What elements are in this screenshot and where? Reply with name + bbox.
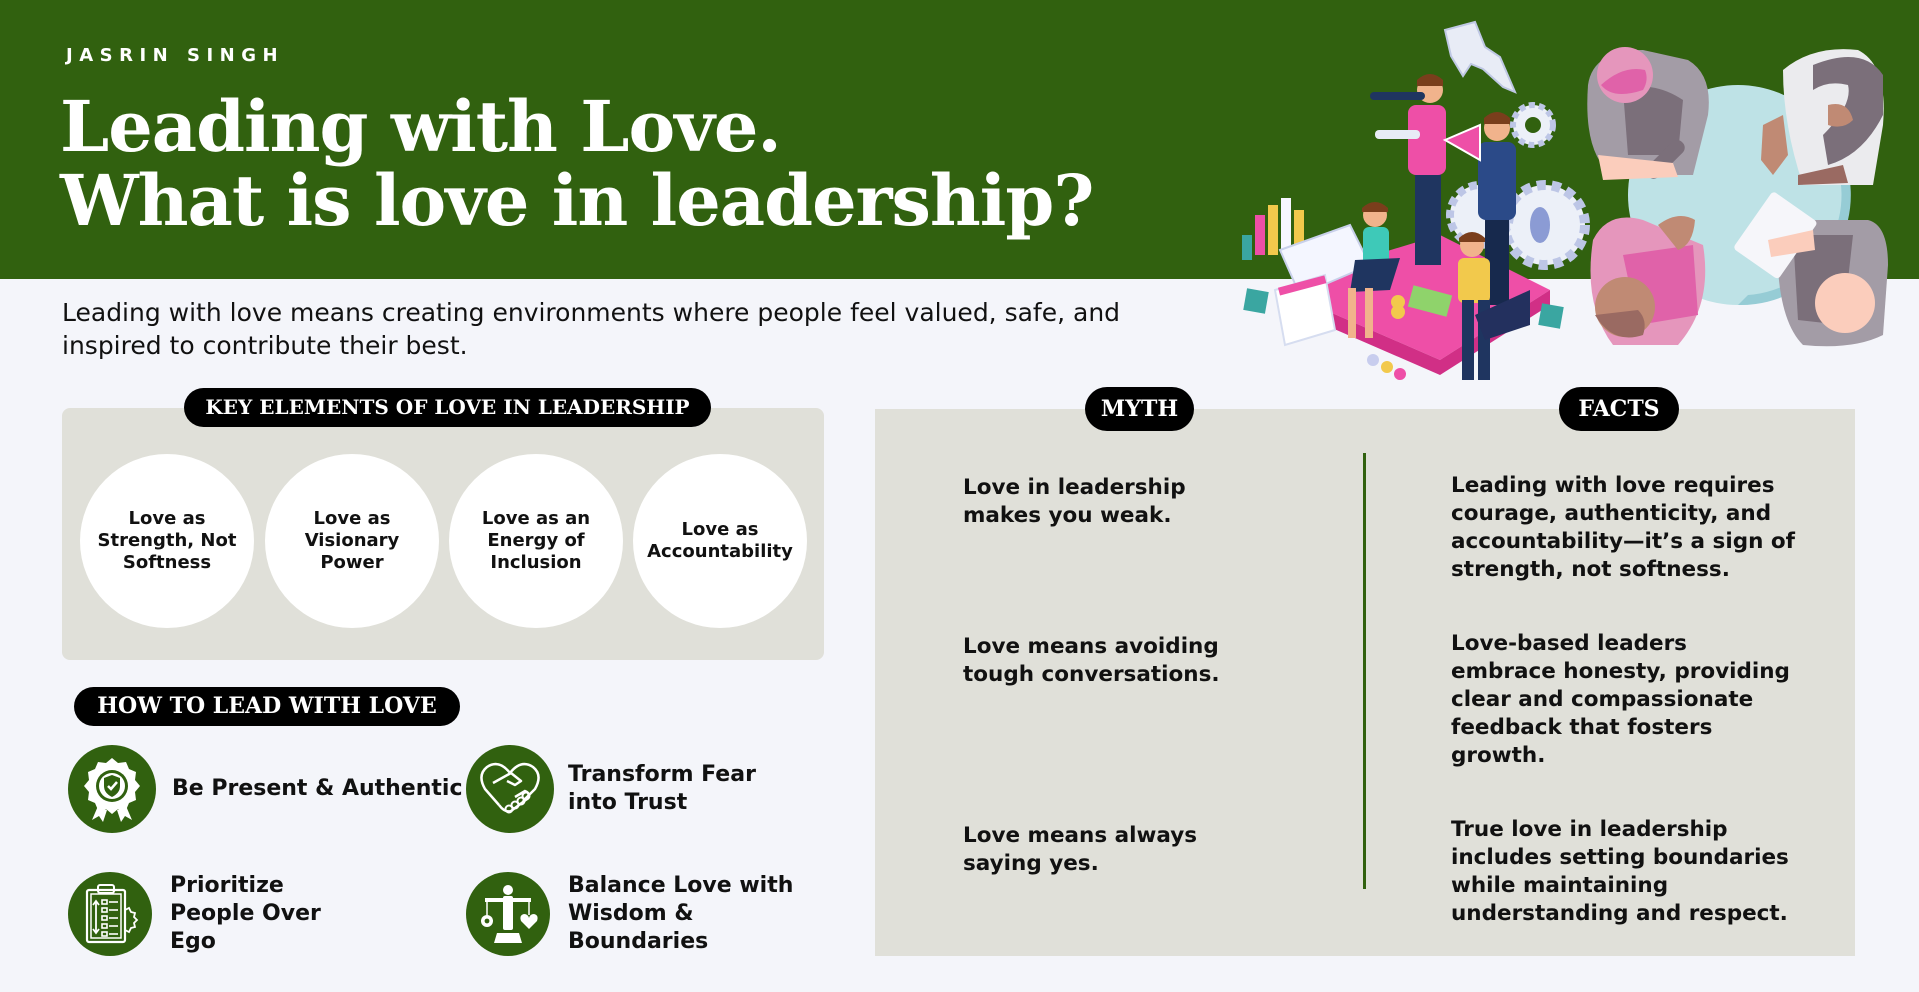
how-item-people: Prioritize People Over Ego	[68, 872, 370, 956]
fact-text: True love in leadership includes setting…	[1451, 817, 1789, 926]
how-item-trust: Transform Fear into Trust	[466, 745, 798, 833]
key-element-label: Love as an Energy of Inclusion	[481, 508, 591, 573]
key-element-accountability: Love as Accountability	[633, 454, 807, 628]
title-line-2: What is love in leadership?	[60, 159, 1094, 242]
author-name: JASRIN SINGH	[66, 45, 285, 66]
how-item-label: Transform Fear into Trust	[568, 762, 756, 815]
myth-heading: MYTH	[1085, 387, 1194, 431]
how-item-label: Be Present & Authentic	[172, 776, 463, 801]
myth-text: Love means always saying yes.	[963, 823, 1198, 876]
facts-heading: FACTS	[1559, 387, 1679, 431]
title-line-1: Leading with Love.	[60, 85, 782, 168]
how-item-label: Balance Love with Wisdom & Boundaries	[568, 873, 794, 954]
how-item-present: Be Present & Authentic	[68, 745, 463, 833]
how-item-label: Prioritize People Over Ego	[170, 873, 321, 954]
key-element-label: Love as Strength, Not Softness	[97, 508, 237, 573]
key-element-label: Love as Accountability	[647, 519, 793, 562]
fact-text: Leading with love requires courage, auth…	[1451, 473, 1796, 582]
award-badge-shield-icon	[68, 745, 156, 833]
clipboard-checklist-gear-icon	[68, 872, 152, 956]
key-element-label: Love as Visionary Power	[304, 508, 400, 573]
key-element-visionary: Love as Visionary Power	[265, 454, 439, 628]
how-item-balance: Balance Love with Wisdom & Boundaries	[466, 872, 838, 956]
page-title: Leading with Love. What is love in leade…	[60, 85, 1094, 242]
round-table-meeting-illustration	[1583, 45, 1893, 350]
fact-text: Love-based leaders embrace honesty, prov…	[1451, 631, 1790, 768]
myth-text: Love in leadership makes you weak.	[963, 475, 1186, 528]
key-element-inclusion: Love as an Energy of Inclusion	[449, 454, 623, 628]
intro-text: Leading with love means creating environ…	[62, 298, 1121, 360]
key-element-strength: Love as Strength, Not Softness	[80, 454, 254, 628]
how-to-heading: HOW TO LEAD WITH LOVE	[74, 687, 460, 726]
myth-facts-divider	[1363, 453, 1366, 889]
key-elements-heading: KEY ELEMENTS OF LOVE IN LEADERSHIP	[184, 388, 711, 427]
myth-text: Love means avoiding tough conversations.	[963, 634, 1220, 687]
person-balance-scale-icon	[466, 872, 550, 956]
heart-handshake-icon	[466, 745, 554, 833]
team-leadership-illustration	[1240, 20, 1590, 390]
